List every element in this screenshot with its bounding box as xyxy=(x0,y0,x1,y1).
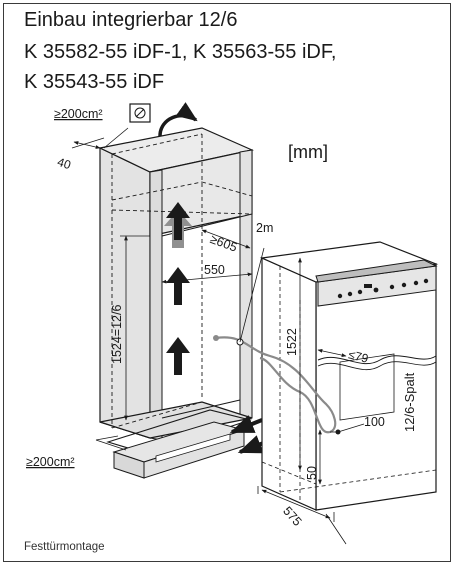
airflow-arrow-up-1-icon xyxy=(166,267,190,305)
appliance-dimensions xyxy=(257,257,365,545)
appliance xyxy=(259,241,439,511)
cabinet-dimensions xyxy=(71,127,253,451)
niche-inner-depth-label: 550 xyxy=(204,263,225,277)
cabinet-front-left-stile xyxy=(149,169,163,441)
control-buttons-icon xyxy=(337,278,429,299)
footer-caption: Festtürmontage xyxy=(24,541,105,553)
gap-label: 12/6-Spalt xyxy=(402,372,417,432)
cable-plug-icon xyxy=(213,335,219,341)
vent-top-label: ≥200cm² xyxy=(54,107,103,121)
title-line-1: Einbau integrierbar 12/6 xyxy=(24,9,238,31)
socket-height-label: 100 xyxy=(364,415,385,429)
title-line-2: K 35582-55 iDF-1, K 35563-55 iDF, xyxy=(24,41,337,63)
vent-symbol-icon xyxy=(129,103,151,123)
airflow-in-arrow-1-icon xyxy=(229,415,263,434)
appliance-door-break xyxy=(317,355,437,365)
niche-height-label: 1524=12/6 xyxy=(110,305,124,364)
bottom-offset-label: 50 xyxy=(305,466,319,480)
airflow-arrow-up-3-icon xyxy=(166,337,190,375)
unit-label: [mm] xyxy=(288,142,328,162)
offset-top-label: ≤79 xyxy=(347,347,370,365)
gap-panel xyxy=(339,353,395,421)
depth-top-label: 40 xyxy=(56,155,73,173)
appliance-depth-label: 575 xyxy=(280,504,304,529)
cabinet-right-panel xyxy=(239,149,253,421)
appliance-top xyxy=(259,241,439,283)
cabinet-left-panel xyxy=(99,147,151,439)
airflow-exhaust-arrow-icon xyxy=(158,102,198,137)
cable-length-label: 2m xyxy=(256,221,273,235)
niche-depth-label: ≥605 xyxy=(208,232,239,255)
vent-bottom-label: ≥200cm² xyxy=(26,455,75,469)
appliance-height-label: 1522 xyxy=(285,328,299,356)
diagram-frame xyxy=(3,3,451,562)
title-line-3: K 35543-55 iDF xyxy=(24,71,165,93)
airflow-arrows xyxy=(158,102,267,454)
airflow-arrow-up-2-icon xyxy=(166,202,190,240)
